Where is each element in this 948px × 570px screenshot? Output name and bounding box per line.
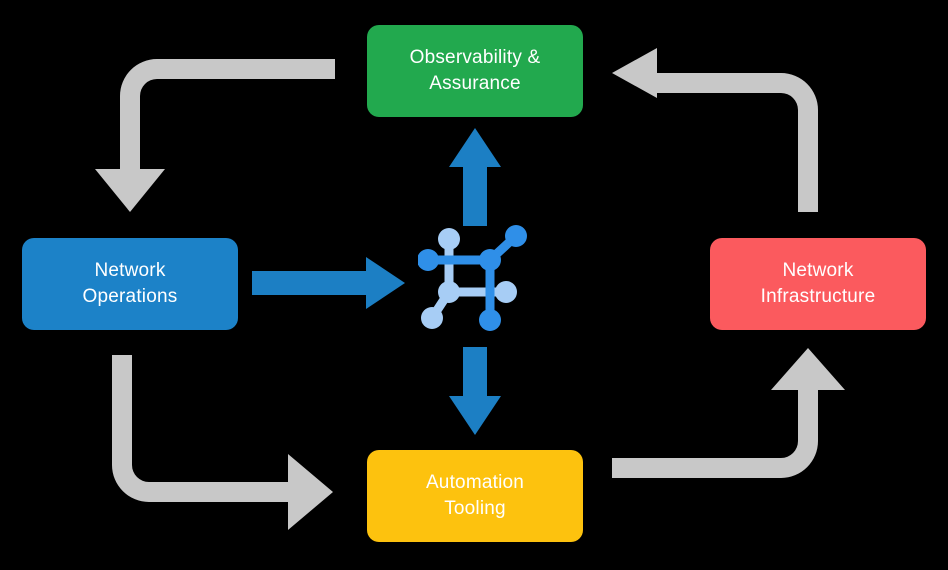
blue-arrow-network-operations-to-center [252,257,405,309]
gray-arrow-automation-tooling-to-network-infrastructure [612,348,845,478]
topology-node-top-left [438,228,460,250]
gray-arrow-observability-to-network-operations [95,59,335,212]
network-topology-icon [418,225,527,331]
node-network-operations[interactable]: Network Operations [22,238,238,330]
topology-node-left [418,249,439,271]
topology-node-top-right [505,225,527,247]
blue-arrow-center-to-observability [449,128,501,226]
topology-node-mid-right [495,281,517,303]
topology-node-hub [479,249,501,271]
node-observability-assurance[interactable]: Observability & Assurance [367,25,583,117]
gray-arrow-network-infrastructure-to-observability [612,48,818,212]
topology-node-mid-left [438,281,460,303]
node-automation-tooling[interactable]: Automation Tooling [367,450,583,542]
gray-arrow-network-operations-to-automation-tooling [112,355,333,530]
topology-node-bottom-left [421,307,443,329]
node-network-infrastructure[interactable]: Network Infrastructure [710,238,926,330]
blue-arrow-center-to-automation-tooling [449,347,501,435]
topology-node-bottom-right [479,309,501,331]
